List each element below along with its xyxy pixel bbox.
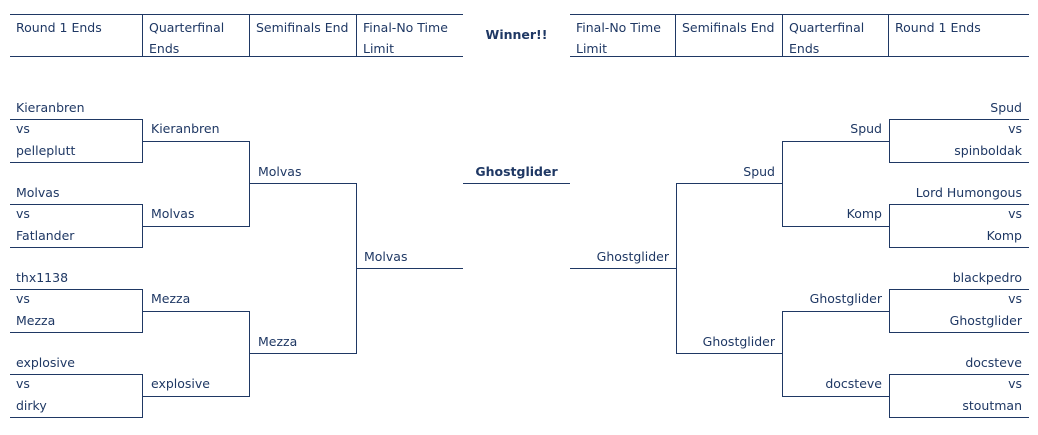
left-qf-1: Kieranbren — [151, 121, 220, 136]
left-r1-m4-vs: vs — [16, 376, 30, 391]
left-final: Molvas — [364, 249, 408, 264]
right-r1-m4-connector — [889, 374, 890, 418]
left-r1-m3-vs: vs — [16, 291, 30, 306]
right-r1-m2-connector — [889, 204, 890, 248]
right-r1-m1-bottom-line — [889, 162, 1029, 163]
right-qf-3-line — [783, 311, 889, 312]
right-qf-4-line — [783, 396, 889, 397]
right-r1-m3-player-b: Ghostglider — [949, 313, 1022, 328]
left-header-row: Round 1 Ends Quarterfinal Ends Semifinal… — [10, 14, 463, 57]
left-r1-m4-player-b: dirky — [16, 398, 47, 413]
left-sf-1-line — [250, 183, 357, 184]
right-r1-m3-bottom-line — [889, 332, 1029, 333]
right-r1-m1-vs: vs — [1008, 121, 1022, 136]
right-r1-m1-top-line — [889, 119, 1029, 120]
left-r1-m3-player-b: Mezza — [16, 313, 56, 328]
left-r1-m3-player-a: thx1138 — [16, 270, 69, 285]
left-qf-4: explosive — [151, 376, 210, 391]
right-sf-1-line — [676, 183, 783, 184]
left-r1-m2-player-a: Molvas — [16, 185, 60, 200]
left-r1-m3-top-line — [10, 289, 143, 290]
right-qf-2: Komp — [846, 206, 882, 221]
left-qf-1-line — [143, 141, 250, 142]
left-r1-m1-player-a: Kieranbren — [16, 100, 85, 115]
right-r1-m2-player-b: Komp — [986, 228, 1022, 243]
right-r1-m3-top-line — [889, 289, 1029, 290]
right-sf-connector — [676, 183, 677, 354]
left-r1-m4-connector — [142, 374, 143, 418]
left-header-semifinals: Semifinals End — [250, 15, 357, 57]
left-sf-connector — [356, 183, 357, 354]
left-r1-m4-top-line — [10, 374, 143, 375]
right-qf-b-connector — [782, 311, 783, 397]
winner-name: Ghostglider — [475, 164, 558, 179]
right-r1-m2-vs: vs — [1008, 206, 1022, 221]
left-r1-m4-player-a: explosive — [16, 355, 75, 370]
right-final-line — [570, 268, 676, 269]
right-sf-2-line — [676, 353, 783, 354]
left-r1-m1-connector — [142, 119, 143, 163]
right-qf-1: Spud — [850, 121, 882, 136]
right-final: Ghostglider — [596, 249, 669, 264]
left-qf-3-line — [143, 311, 250, 312]
left-qf-4-line — [143, 396, 250, 397]
left-r1-m2-player-b: Fatlander — [16, 228, 75, 243]
right-header-semifinals: Semifinals End — [676, 15, 783, 57]
right-r1-m2-bottom-line — [889, 247, 1029, 248]
left-qf-a-connector — [249, 141, 250, 227]
left-header-final: Final-No Time Limit — [363, 20, 448, 56]
left-r1-m1-player-b: pelleplutt — [16, 143, 76, 158]
left-final-line — [357, 268, 463, 269]
left-qf-2-line — [143, 226, 250, 227]
left-r1-m1-bottom-line — [10, 162, 143, 163]
left-r1-m2-bottom-line — [10, 247, 143, 248]
right-qf-4: docsteve — [825, 376, 882, 391]
right-r1-m3-connector — [889, 289, 890, 333]
right-r1-m1-player-a: Spud — [990, 100, 1022, 115]
left-qf-b-connector — [249, 311, 250, 397]
left-header-quarterfinal: Quarterfinal Ends — [143, 15, 250, 57]
right-qf-2-line — [783, 226, 889, 227]
right-r1-m3-vs: vs — [1008, 291, 1022, 306]
left-r1-m3-bottom-line — [10, 332, 143, 333]
left-sf-2: Mezza — [258, 334, 298, 349]
right-r1-m1-connector — [889, 119, 890, 163]
left-r1-m2-connector — [142, 204, 143, 248]
right-r1-m4-player-a: docsteve — [965, 355, 1022, 370]
left-qf-3: Mezza — [151, 291, 191, 306]
right-r1-m4-player-b: stoutman — [962, 398, 1022, 413]
right-r1-m2-player-a: Lord Humongous — [915, 185, 1022, 200]
winner-line — [463, 183, 570, 184]
right-r1-m4-top-line — [889, 374, 1029, 375]
left-header-round1: Round 1 Ends — [10, 15, 143, 57]
right-header-row: Final-No Time Limit Semifinals End Quart… — [570, 14, 1029, 57]
right-r1-m4-bottom-line — [889, 417, 1029, 418]
right-r1-m3-player-a: blackpedro — [952, 270, 1022, 285]
right-r1-m2-top-line — [889, 204, 1029, 205]
right-header-quarterfinal: Quarterfinal Ends — [783, 15, 889, 57]
left-sf-2-line — [250, 353, 357, 354]
right-qf-a-connector — [782, 141, 783, 227]
left-r1-m3-connector — [142, 289, 143, 333]
left-r1-m2-top-line — [10, 204, 143, 205]
left-r1-m1-top-line — [10, 119, 143, 120]
right-qf-3: Ghostglider — [809, 291, 882, 306]
left-qf-2: Molvas — [151, 206, 195, 221]
right-header-round1: Round 1 Ends — [895, 20, 981, 35]
left-sf-1: Molvas — [258, 164, 302, 179]
right-header-final: Final-No Time Limit — [570, 15, 676, 57]
winner-header: Winner!! — [485, 27, 548, 42]
left-r1-m4-bottom-line — [10, 417, 143, 418]
right-r1-m1-player-b: spinboldak — [954, 143, 1022, 158]
left-r1-m2-vs: vs — [16, 206, 30, 221]
right-qf-1-line — [783, 141, 889, 142]
left-r1-m1-vs: vs — [16, 121, 30, 136]
right-sf-2: Ghostglider — [702, 334, 775, 349]
right-r1-m4-vs: vs — [1008, 376, 1022, 391]
right-sf-1: Spud — [743, 164, 775, 179]
